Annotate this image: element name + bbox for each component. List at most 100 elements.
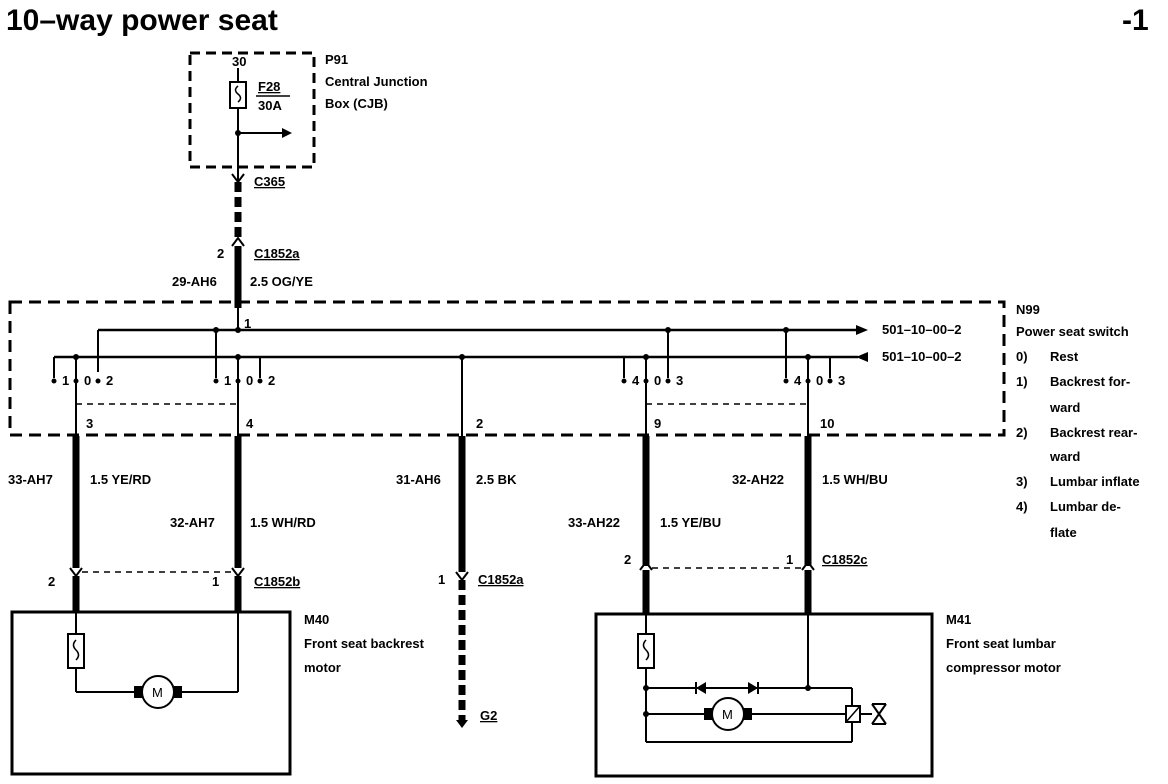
c1852b-pin1-icon bbox=[231, 567, 245, 578]
arrow-right-icon bbox=[856, 325, 868, 335]
m41-motor-symbol: M bbox=[722, 707, 733, 722]
p91-id: P91 bbox=[325, 52, 348, 67]
contact-b-2: 2 bbox=[268, 373, 275, 388]
fuse-element bbox=[234, 85, 242, 103]
switch-pin-2: 2 bbox=[476, 416, 483, 431]
switch-ref-2: 501–10–00–2 bbox=[882, 349, 962, 364]
wire-33-ah7-spec: 1.5 YE/RD bbox=[90, 472, 151, 487]
c1852b-label: C1852b bbox=[254, 574, 300, 589]
fuse-icon bbox=[229, 81, 247, 109]
contact-terminal bbox=[783, 378, 789, 384]
m40-pin-right: 1 bbox=[212, 574, 219, 589]
legend-num-0: 0) bbox=[1016, 349, 1028, 364]
contact-a-0: 0 bbox=[84, 373, 91, 388]
switch-pin-10: 10 bbox=[820, 416, 834, 431]
motor-brush-left bbox=[704, 708, 712, 720]
p91-pin-label: 30 bbox=[232, 54, 246, 69]
contact-c-0: 0 bbox=[654, 373, 661, 388]
wire-31-ah6-spec: 2.5 BK bbox=[476, 472, 517, 487]
diagram-title: 10–way power seat bbox=[6, 4, 278, 37]
contact-c-3: 3 bbox=[676, 373, 683, 388]
switch-pin-3: 3 bbox=[86, 416, 93, 431]
contact-b-0: 0 bbox=[246, 373, 253, 388]
c1852a-ground-label: C1852a bbox=[478, 572, 524, 587]
solenoid-slash bbox=[845, 705, 861, 723]
switch-position-legend: 0) Rest 1) Backrest for- ward 2) Backres… bbox=[1016, 349, 1140, 540]
legend-text-1: Backrest for- bbox=[1050, 374, 1130, 389]
contact-d-4: 4 bbox=[794, 373, 802, 388]
legend-text-2b: ward bbox=[1049, 449, 1080, 464]
c1852a-top-connector-icon bbox=[231, 236, 245, 247]
m40-pin-left: 2 bbox=[48, 574, 55, 589]
c1852c-pin2-icon bbox=[639, 560, 653, 571]
ground-icon bbox=[456, 720, 468, 728]
p91-cjb-box bbox=[188, 51, 316, 169]
switch-input-pin: 1 bbox=[244, 316, 251, 331]
n99-switch-box bbox=[8, 300, 1006, 437]
contact-a-1: 1 bbox=[62, 373, 69, 388]
m40-name-line1: Front seat backrest bbox=[304, 636, 425, 651]
wire-32-ah22-spec: 1.5 WH/BU bbox=[822, 472, 888, 487]
legend-text-4b: flate bbox=[1050, 525, 1077, 540]
m41-id: M41 bbox=[946, 612, 971, 627]
switch-ref-1: 501–10–00–2 bbox=[882, 322, 962, 337]
contact-c-4: 4 bbox=[632, 373, 640, 388]
c1852a-ground-icon bbox=[455, 571, 469, 582]
wire-33-ah22-code: 33-AH22 bbox=[568, 515, 620, 530]
wire-33-ah22-spec: 1.5 YE/BU bbox=[660, 515, 721, 530]
page-number: -1 bbox=[1122, 4, 1149, 37]
contact-terminal bbox=[665, 378, 671, 384]
breaker-element bbox=[642, 639, 650, 661]
motor-brush-left bbox=[134, 686, 142, 698]
c365-label: C365 bbox=[254, 174, 285, 189]
bus1-junction bbox=[235, 327, 241, 333]
contact-d-0: 0 bbox=[816, 373, 823, 388]
diode-icon bbox=[748, 682, 758, 694]
motor-brush-right bbox=[744, 708, 752, 720]
contact-terminal bbox=[213, 378, 219, 384]
c1852b-pin2-icon bbox=[69, 567, 83, 578]
wire-32-ah7-spec: 1.5 WH/RD bbox=[250, 515, 316, 530]
fuse-rating: 30A bbox=[258, 98, 282, 113]
motor-brush-right bbox=[174, 686, 182, 698]
legend-text-3: Lumbar inflate bbox=[1050, 474, 1140, 489]
contact-d-3: 3 bbox=[838, 373, 845, 388]
contact-terminal bbox=[51, 378, 57, 384]
legend-text-0: Rest bbox=[1050, 349, 1079, 364]
contact-terminal bbox=[95, 378, 101, 384]
c1852c-label: C1852c bbox=[822, 552, 868, 567]
m41-pin-left: 2 bbox=[624, 552, 631, 567]
legend-num-2: 2) bbox=[1016, 425, 1028, 440]
m41-name-line2: compressor motor bbox=[946, 660, 1061, 675]
contact-b-1: 1 bbox=[224, 373, 231, 388]
arrow-right-icon bbox=[282, 128, 292, 138]
m40-box bbox=[10, 610, 292, 776]
diode-icon bbox=[696, 682, 706, 694]
wire-32-ah22-code: 32-AH22 bbox=[732, 472, 784, 487]
feed-pin: 2 bbox=[217, 246, 224, 261]
g2-label: G2 bbox=[480, 708, 497, 723]
contact-a-2: 2 bbox=[106, 373, 113, 388]
m41-pin-right: 1 bbox=[786, 552, 793, 567]
breaker-element bbox=[72, 639, 80, 661]
arrow-left-icon bbox=[856, 352, 868, 362]
legend-num-1: 1) bbox=[1016, 374, 1028, 389]
legend-num-3: 3) bbox=[1016, 474, 1028, 489]
feed-wire-spec: 2.5 OG/YE bbox=[250, 274, 313, 289]
p91-name-line2: Box (CJB) bbox=[325, 96, 388, 111]
legend-text-1b: ward bbox=[1049, 400, 1080, 415]
fuse-id: F28 bbox=[258, 79, 280, 94]
switch-pin-4: 4 bbox=[246, 416, 254, 431]
contact-terminal bbox=[827, 378, 833, 384]
m40-name-line2: motor bbox=[304, 660, 341, 675]
c1852c-pin1-icon bbox=[801, 560, 815, 571]
legend-text-4: Lumbar de- bbox=[1050, 499, 1121, 514]
m40-motor-symbol: M bbox=[152, 685, 163, 700]
n99-id: N99 bbox=[1016, 302, 1040, 317]
ground-pin: 1 bbox=[438, 572, 445, 587]
wire-31-ah6-code: 31-AH6 bbox=[396, 472, 441, 487]
m40-id: M40 bbox=[304, 612, 329, 627]
contact-terminal bbox=[257, 378, 263, 384]
switch-pin-9: 9 bbox=[654, 416, 661, 431]
